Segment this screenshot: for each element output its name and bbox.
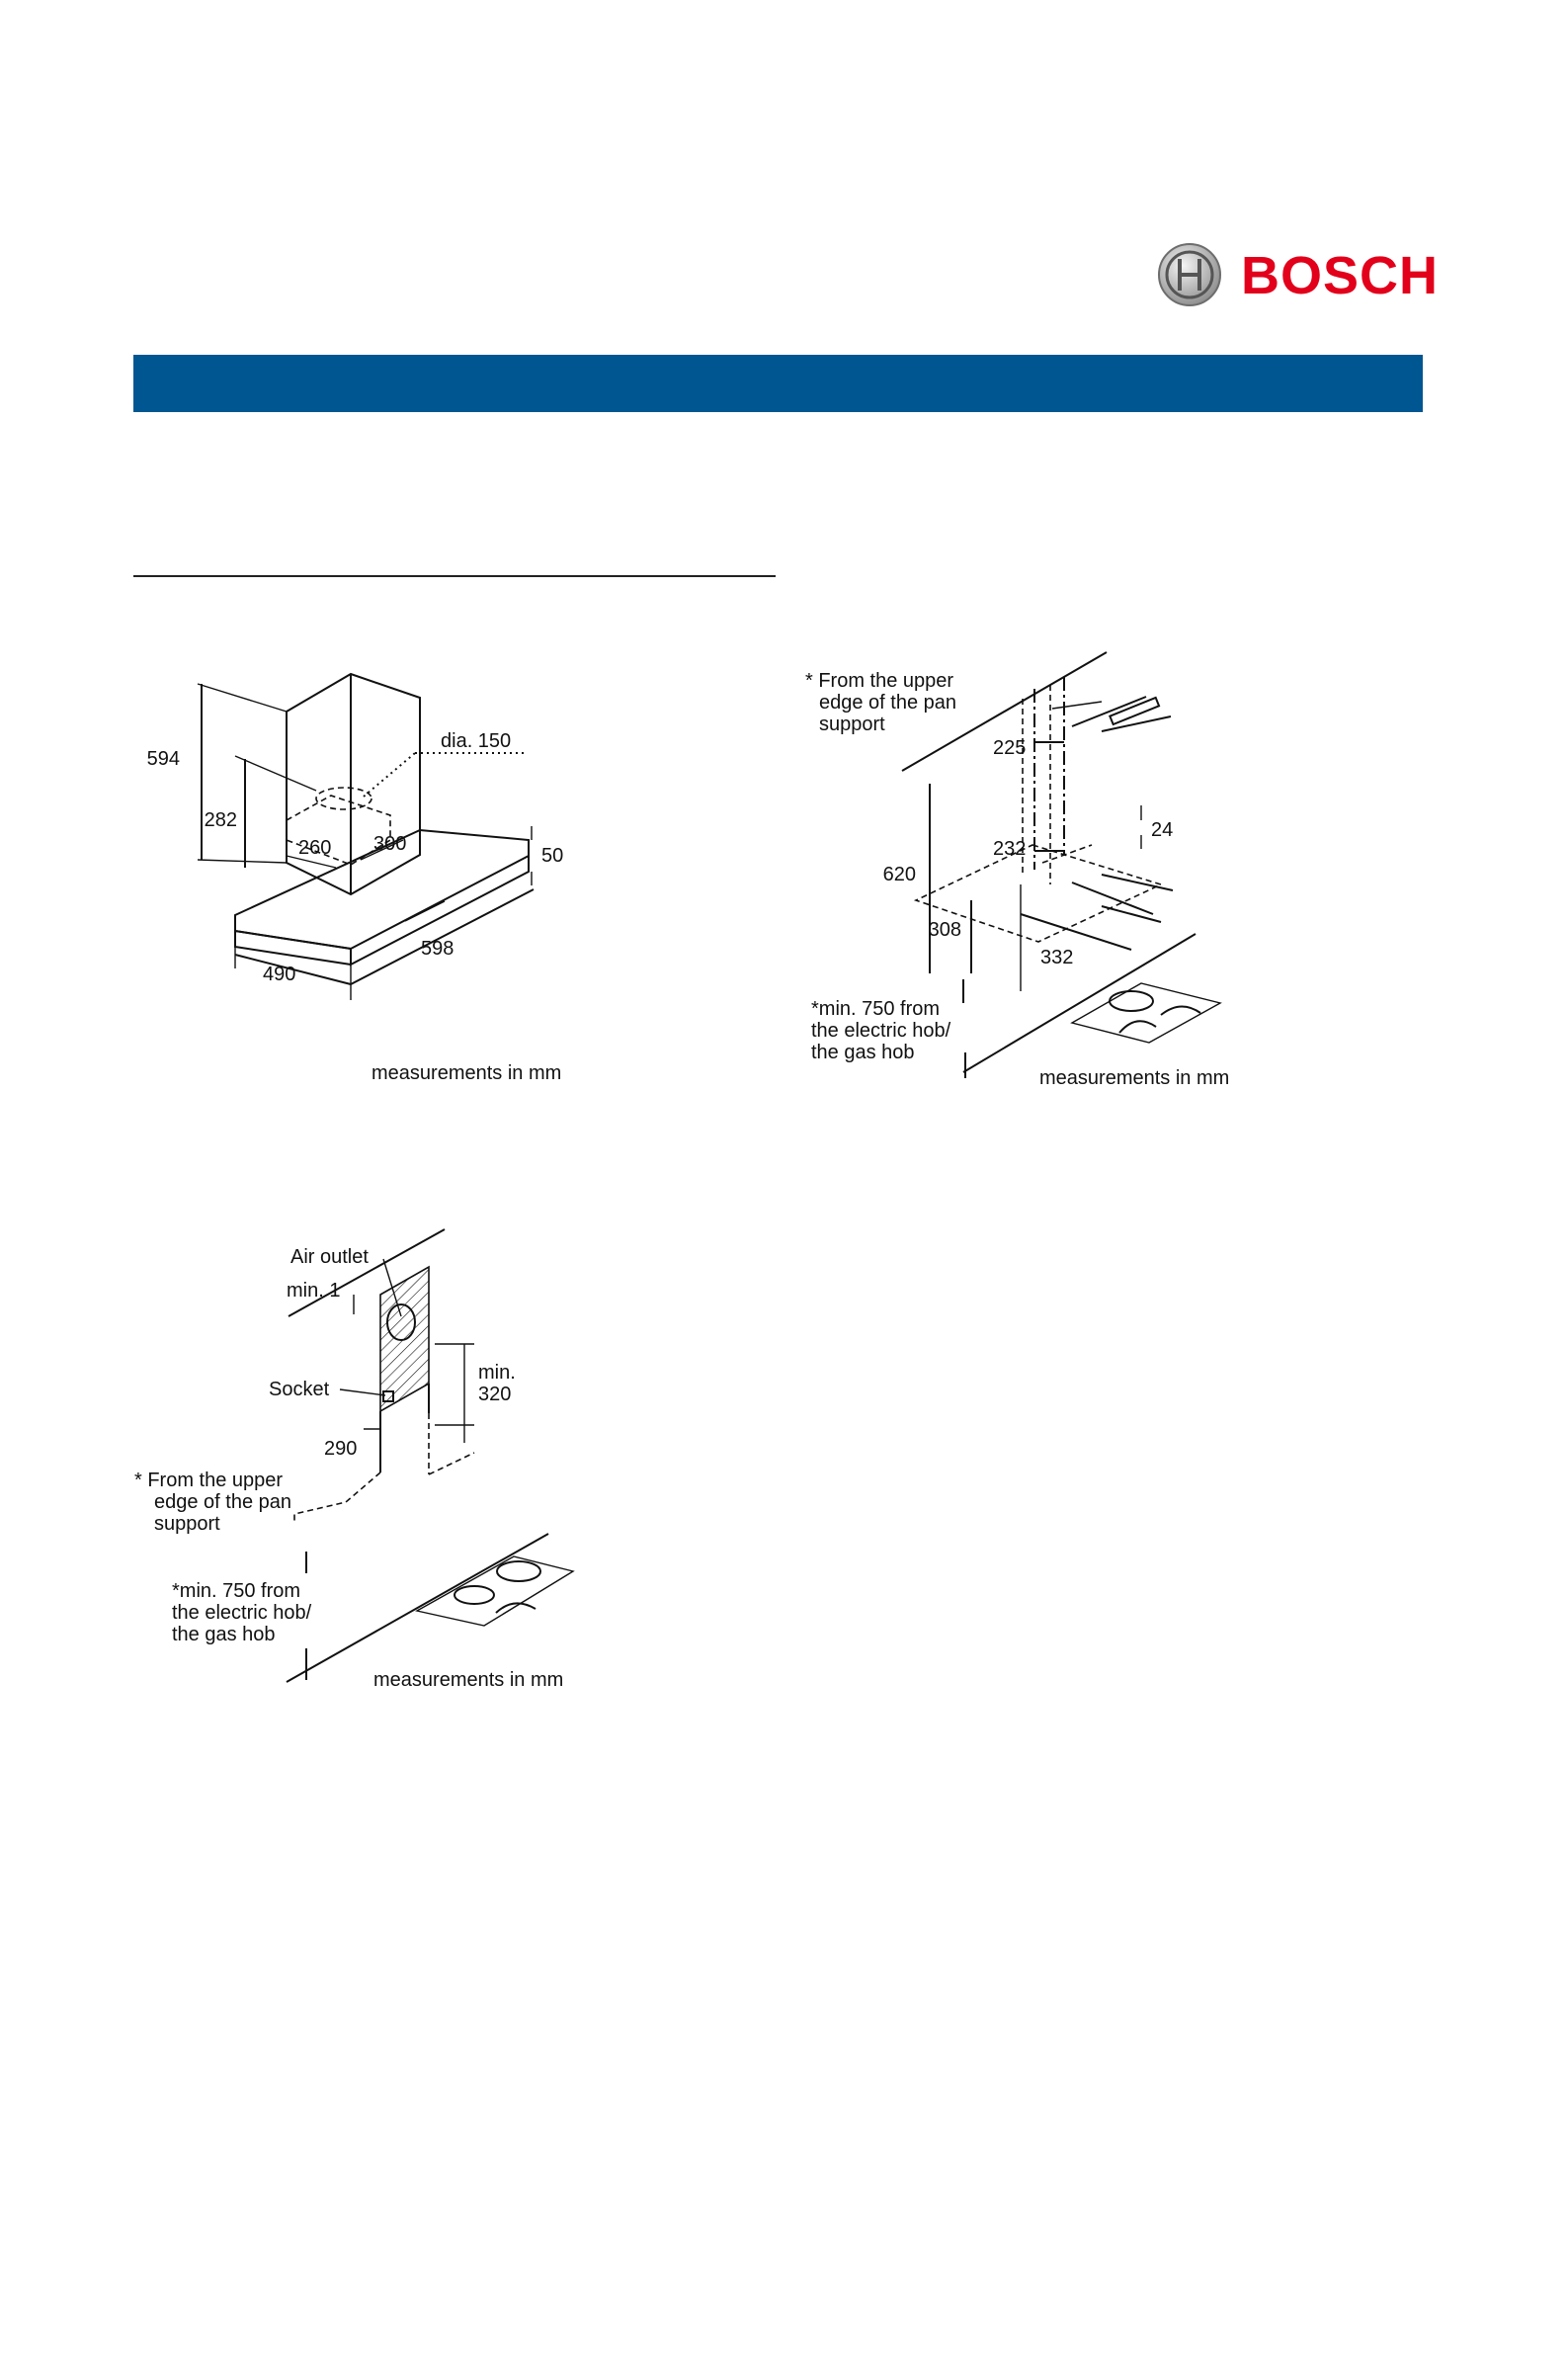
dim-label-490: 490 — [263, 964, 295, 985]
note-line-3: support — [154, 1513, 220, 1535]
dim-line-598 — [350, 888, 535, 985]
canopy-outline — [913, 844, 1164, 943]
caption-measurements: measurements in mm — [1039, 1067, 1229, 1089]
dim-line-490 — [234, 954, 352, 985]
dim-line-332 — [1020, 913, 1132, 951]
bosch-armature-icon — [1158, 243, 1221, 306]
socket-box — [382, 1390, 394, 1402]
min-line-3: the gas hob — [172, 1624, 276, 1645]
dim-label-332: 332 — [1040, 947, 1073, 968]
hood-dimensions-figure: 594 282 260 300 dia. 150 50 598 490 meas… — [147, 672, 563, 1084]
worktop-line — [286, 1533, 549, 1683]
dim-label-300: 300 — [373, 833, 406, 855]
label-290: 290 — [324, 1438, 357, 1460]
installation-figure: * From the upper edge of the pan support… — [805, 651, 1229, 1089]
caption-measurements: measurements in mm — [371, 1062, 561, 1084]
hob-ring — [454, 1585, 495, 1605]
air-outlet-leader — [382, 1258, 402, 1317]
control-panel — [404, 900, 446, 922]
dim-label-620: 620 — [883, 864, 916, 885]
ceiling-line — [901, 651, 1108, 772]
note-line-1: * From the upper — [805, 670, 953, 692]
header-banner — [133, 355, 1423, 412]
dim-line-260 — [286, 855, 337, 869]
outlet-position-figure: Air outlet min. 1 Socket min. 320 290 * … — [134, 1228, 575, 1691]
dim-label-232: 232 — [993, 838, 1026, 860]
dim-label-282: 282 — [205, 809, 237, 831]
dim-label-dia: dia. 150 — [441, 730, 511, 752]
min-line-1: *min. 750 from — [811, 998, 940, 1020]
label-min: min. — [478, 1362, 516, 1384]
brand-name: BOSCH — [1241, 246, 1440, 305]
hob-outline — [1070, 982, 1222, 1044]
dim-label-594: 594 — [147, 748, 180, 770]
hob-ring — [1109, 990, 1154, 1012]
min-line-3: the gas hob — [811, 1042, 915, 1063]
label-air-outlet: Air outlet — [290, 1246, 369, 1268]
hob-ring — [1160, 1005, 1201, 1016]
hob-ring — [495, 1602, 536, 1614]
canopy-hidden — [293, 1471, 381, 1522]
duct-opening — [315, 787, 372, 810]
label-320: 320 — [478, 1384, 511, 1405]
dia-leader — [363, 752, 416, 798]
hob-ring — [1118, 1020, 1157, 1034]
canopy-side — [234, 856, 530, 966]
dim-label-50: 50 — [541, 845, 563, 867]
hob-outline — [415, 1555, 575, 1627]
dim-label-24: 24 — [1151, 819, 1173, 841]
note-line-3: support — [819, 714, 885, 735]
ceiling-line — [288, 1228, 446, 1317]
lower-screws — [1041, 844, 1174, 923]
section-divider — [133, 575, 776, 577]
label-min-1: min. 1 — [287, 1280, 340, 1302]
dim-line-300 — [360, 839, 404, 861]
hidden-edge — [428, 1452, 475, 1475]
dim-label-598: 598 — [421, 938, 454, 960]
min-line-2: the electric hob/ — [811, 1020, 951, 1042]
air-outlet-circle — [386, 1303, 416, 1341]
dim-label-308: 308 — [929, 919, 961, 941]
socket-leader — [339, 1388, 386, 1396]
dim-label-260: 260 — [298, 837, 331, 859]
brand-logo: BOSCH — [1156, 241, 1438, 308]
dim-label-225: 225 — [993, 737, 1026, 759]
duct-hidden — [286, 795, 391, 866]
label-socket: Socket — [269, 1379, 330, 1400]
hob-ring — [496, 1560, 541, 1582]
ext-line — [197, 859, 288, 864]
note-line-2: edge of the pan — [154, 1491, 291, 1513]
ext-line — [234, 755, 317, 792]
worktop-line — [962, 933, 1197, 1073]
ext-line — [197, 683, 288, 713]
note-line-2: edge of the pan — [819, 692, 956, 714]
upper-screws — [1051, 696, 1172, 732]
min-line-2: the electric hob/ — [172, 1602, 312, 1624]
caption-measurements: measurements in mm — [373, 1669, 563, 1691]
min-line-1: *min. 750 from — [172, 1580, 300, 1602]
note-line-1: * From the upper — [134, 1470, 283, 1491]
